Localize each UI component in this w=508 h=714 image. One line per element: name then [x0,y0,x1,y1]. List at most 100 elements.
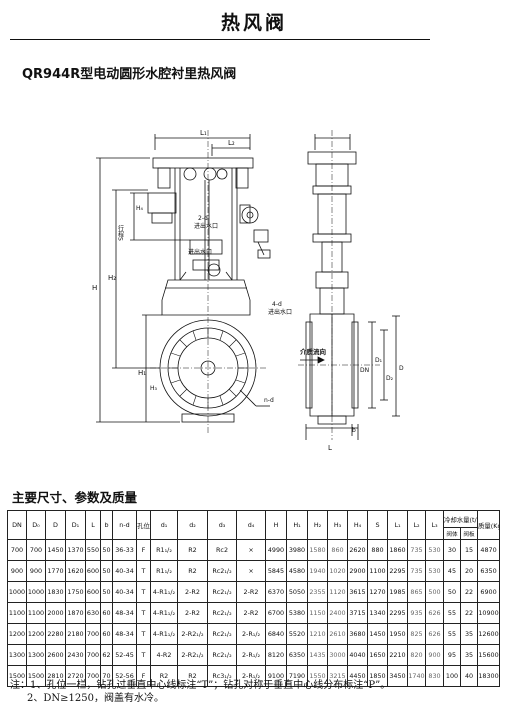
table-cell: 626 [425,623,444,645]
col-header: L₂ [407,510,426,540]
table-cell: 900 [425,644,444,666]
table-cell: 4-R1₁/₂ [150,623,178,645]
table-cell: 530 [425,560,444,582]
col-header: d₃ [207,510,237,540]
table-cell: 2-R2₁/₂ [177,623,208,645]
table-cell: 1210 [307,623,328,645]
dim-H4: H₄ [136,205,144,212]
table-cell: 2-R₁/₂ [236,623,266,645]
col-header: D₀ [26,510,46,540]
table-cell: 1860 [387,539,408,561]
title-rule [10,39,430,40]
table-cell: R2 [177,539,208,561]
dim-H3: H₃ [150,385,158,392]
dim-H: H [92,284,97,292]
table-cell: 55 [443,623,461,645]
table-cell: 3680 [347,623,368,645]
table-cell: × [236,560,266,582]
table-cell: 820 [407,644,426,666]
table-cell: 1750 [65,581,86,603]
col-header: H₃ [327,510,348,540]
water-inlet-2: 进出水口 [188,248,212,256]
table-cell: 8120 [265,644,287,666]
water-inlet-1: 进出水口 [194,222,218,230]
dim-H1: H₁ [138,369,146,377]
table-cell: 4-R1₁/₂ [150,581,178,603]
table-cell: 700 [26,539,46,561]
table-cell: T [136,644,151,666]
table-cell: 2-R2₁/₂ [177,644,208,666]
table-cell: 2-R₁/₂ [236,644,266,666]
table-cell: 6370 [265,581,287,603]
table-cell: 935 [407,602,426,624]
table-cell: 1940 [307,560,328,582]
table-cell: 2620 [347,539,368,561]
table-cell: T [136,560,151,582]
table-cell: 55 [443,602,461,624]
col-header: S [367,510,388,540]
table-cell: 50 [100,581,113,603]
col-header: n-d [112,510,137,540]
note-2: 2、DN≥1250，阀盖有水冷。 [27,693,164,704]
table-cell: 1870 [65,602,86,624]
table-cell: 60 [100,602,113,624]
table-cell: T [136,581,151,603]
water-label-2d: 2-d [198,215,208,222]
table-cell: 5845 [265,560,287,582]
table-cell: 22 [459,602,479,624]
col-header: L₃ [425,510,444,540]
table-cell: 35 [459,644,479,666]
table-cell: 2900 [347,560,368,582]
n-d-label: n-d [264,397,274,404]
table-cell: 2210 [387,644,408,666]
table-cell: 1100 [367,560,388,582]
page-title: 热风阀 [220,12,287,34]
table-cell: 1580 [307,539,328,561]
table-cell: 2355 [307,581,328,603]
table-cell: 12600 [477,623,501,645]
table-cell: 5380 [286,602,308,624]
table-cell: 70 [100,665,113,687]
cooling-subheader: 阀体 [443,527,461,540]
table-cell: 15600 [477,644,501,666]
col-header: b [100,510,113,540]
dim-DN: DN [360,367,369,374]
table-cell: 1340 [367,602,388,624]
table-cell: 50 [100,560,113,582]
dim-L1: L₁ [200,129,207,137]
table-cell: 3615 [347,581,368,603]
table-cell: 1100 [7,602,27,624]
table-cell: 880 [367,539,388,561]
col-header: 质量(Kg) [477,510,501,540]
table-cell: 5050 [286,581,308,603]
table-cell: 6840 [265,623,287,645]
table-cell: 2430 [65,644,86,666]
spec-section-title: 主要尺寸、参数及质量 [12,490,138,505]
table-cell: 36-33 [112,539,137,561]
table-cell: 2180 [65,623,86,645]
table-cell: 2610 [327,623,348,645]
col-header: d₄ [236,510,266,540]
table-cell: 48-34 [112,623,137,645]
table-cell: 830 [425,665,444,687]
stroke-label: 行程S [117,224,124,241]
table-cell: R2 [177,560,208,582]
table-cell: R1₁/₂ [150,539,178,561]
table-cell: Rc2₁/₂ [207,602,237,624]
table-cell: 500 [425,581,444,603]
table-cell: F [136,539,151,561]
table-cell: 1770 [45,560,66,582]
table-cell: 48-34 [112,602,137,624]
table-cell: 1150 [307,602,328,624]
table-cell: 1100 [26,602,46,624]
dim-D: D [399,365,404,372]
dim-L2: L₂ [228,139,235,147]
table-cell: 865 [407,581,426,603]
table-cell: 1270 [367,581,388,603]
table-cell: 1985 [387,581,408,603]
table-cell: 5520 [286,623,308,645]
